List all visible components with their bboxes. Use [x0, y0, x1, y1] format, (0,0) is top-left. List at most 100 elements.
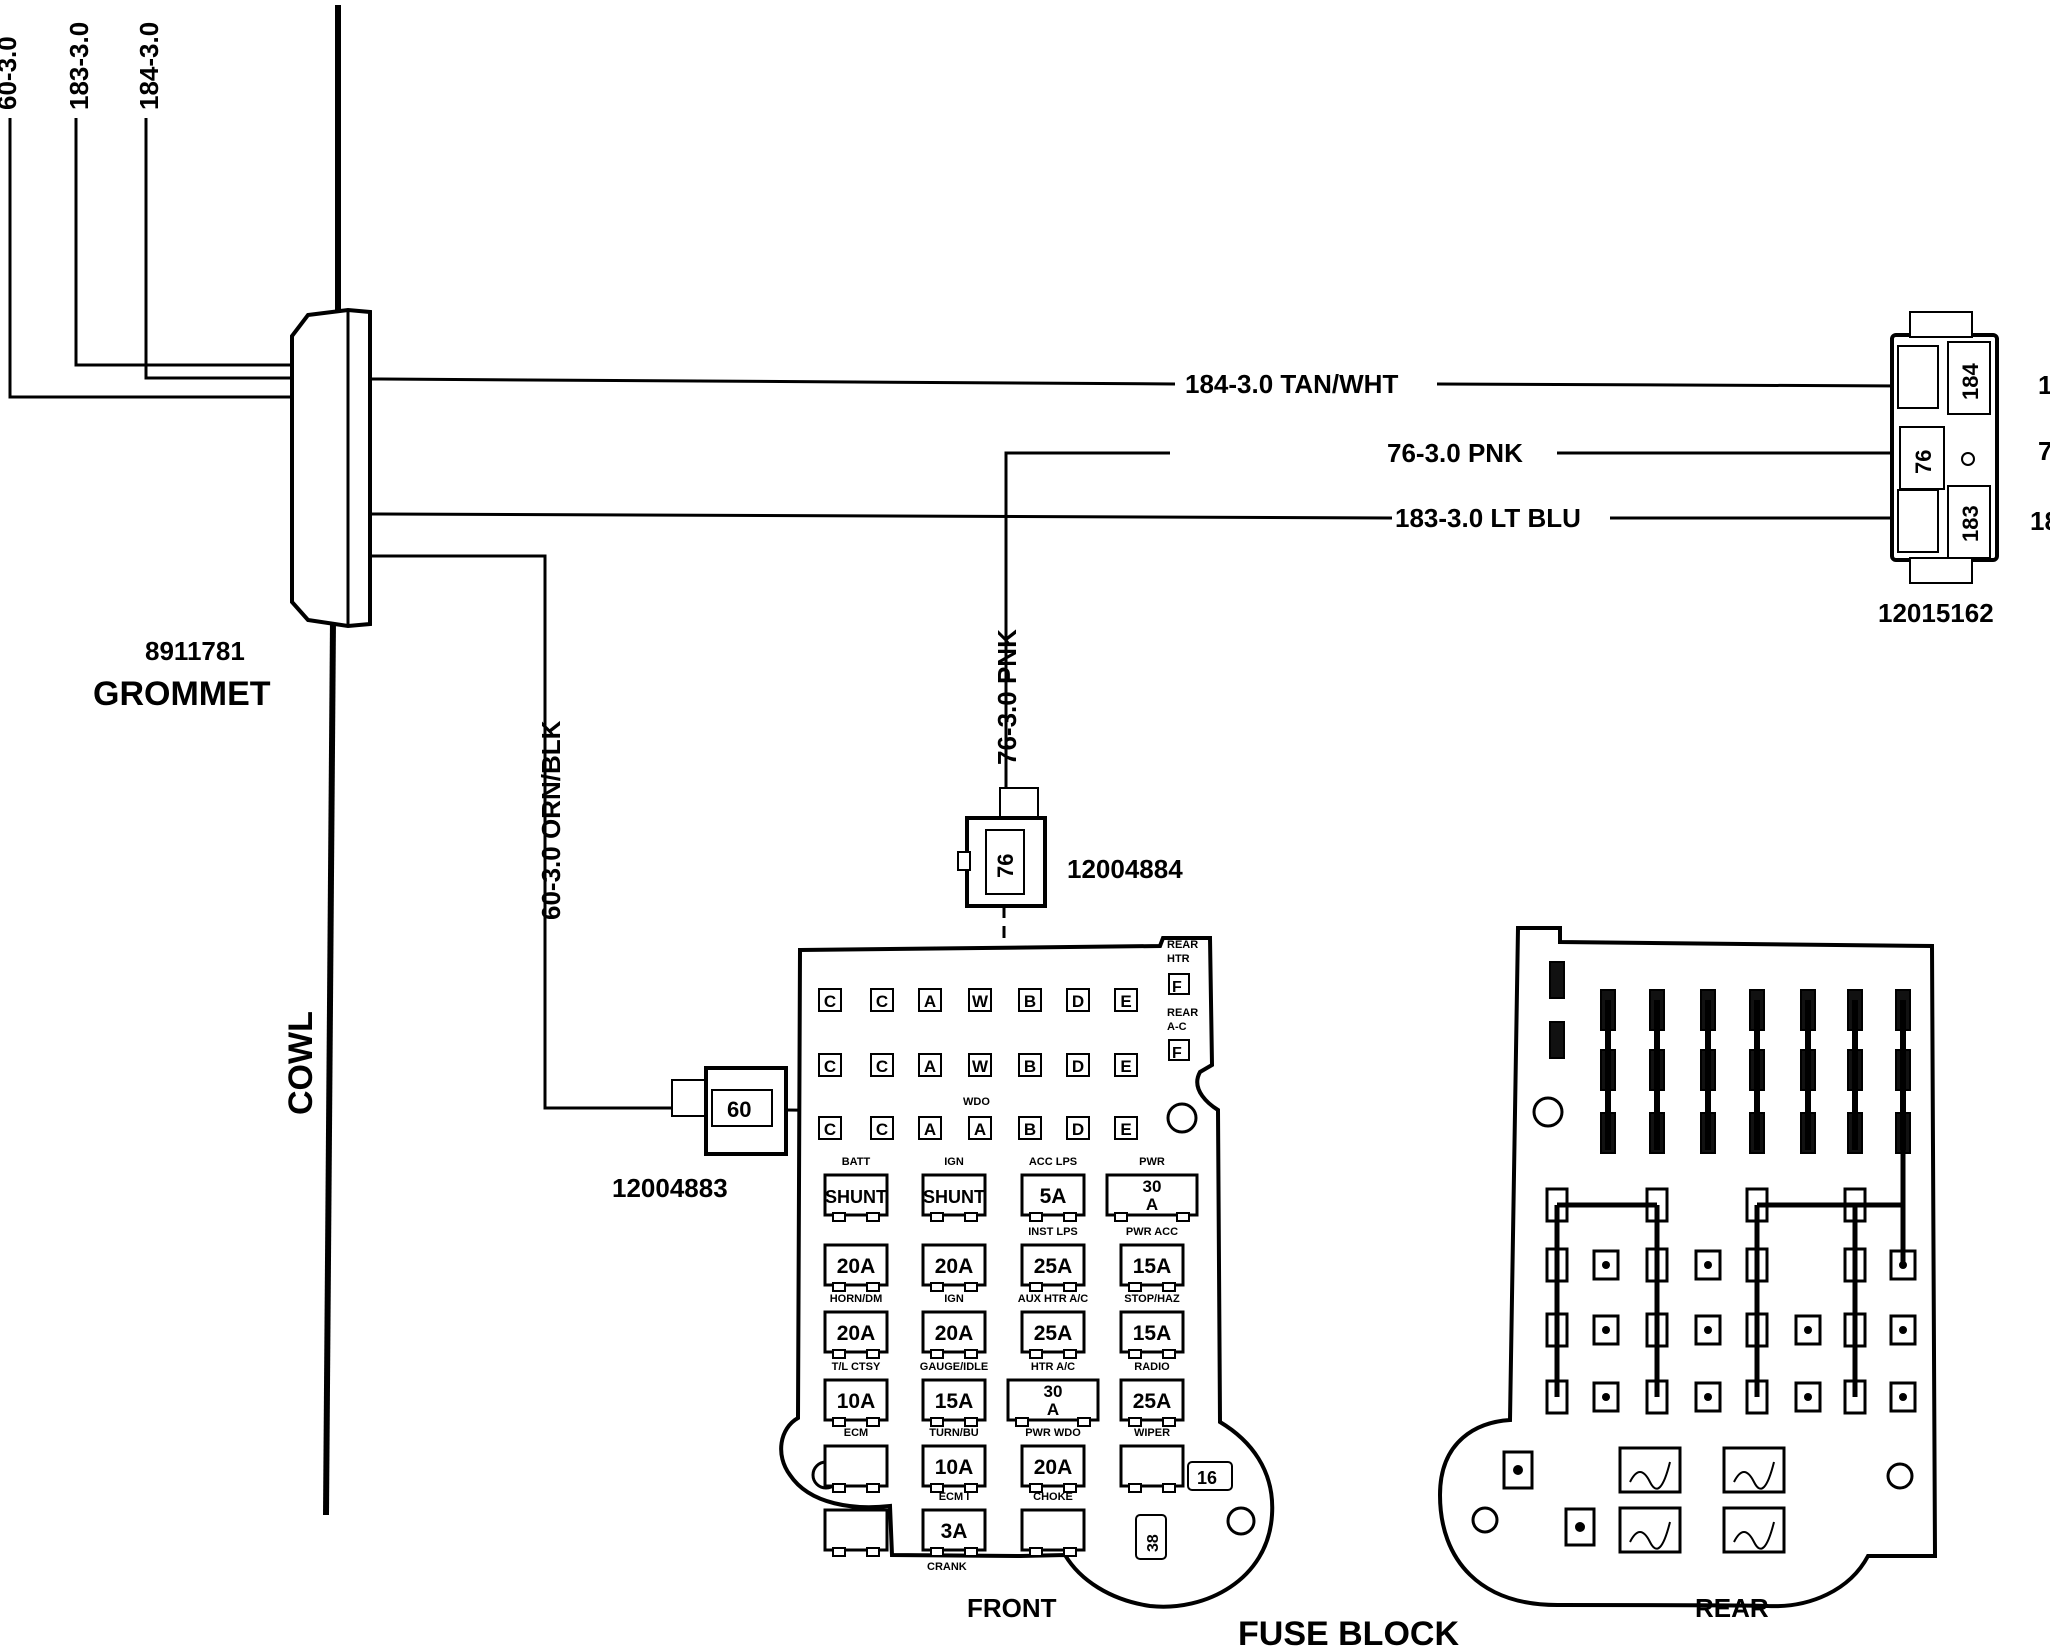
- f-letter-1: F: [1172, 979, 1182, 996]
- terminal-c: C: [870, 1116, 894, 1140]
- fuse: WIPER: [1119, 1427, 1185, 1493]
- grommet-part-number: 8911781: [145, 636, 245, 666]
- fuse-rating: SHUNT: [923, 1187, 985, 1207]
- fuse-circuit-label: STOP/HAZ: [1124, 1293, 1180, 1305]
- terminal-c: C: [818, 988, 842, 1012]
- terminal-d: D: [1066, 1116, 1090, 1140]
- fuse-rating: 20A: [935, 1255, 974, 1278]
- svg-text:A: A: [974, 1120, 986, 1139]
- terminal-e: E: [1114, 1116, 1138, 1140]
- svg-text:B: B: [1024, 1057, 1036, 1076]
- svg-text:E: E: [1120, 1120, 1131, 1139]
- wire-label-183: 183-3.0 LT BLU: [1395, 503, 1581, 533]
- svg-text:B: B: [1024, 1120, 1036, 1139]
- fuse-rating: 10A: [837, 1390, 876, 1413]
- fuse-circuit-label: CHOKE: [1033, 1491, 1073, 1503]
- connector-12015162: 184 76 183: [1890, 311, 1999, 584]
- svg-text:E: E: [1120, 1057, 1131, 1076]
- fuse-rating: 30: [1143, 1177, 1162, 1196]
- terminal-a: A: [968, 1116, 992, 1140]
- wire-label-60: 60-3.0 ORN/BLK: [536, 720, 566, 920]
- fuse-rating: 20A: [837, 1255, 876, 1278]
- svg-text:C: C: [876, 1057, 888, 1076]
- fuse-circuit-label: INST LPS: [1028, 1226, 1078, 1238]
- cut-label-3: 18: [2030, 506, 2050, 536]
- fuse: 20A: [823, 1243, 889, 1292]
- fuse: ECM: [823, 1427, 889, 1493]
- wdo-label: WDO: [963, 1096, 990, 1108]
- crank-label: CRANK: [927, 1561, 967, 1573]
- terminal-a: A: [918, 988, 942, 1012]
- svg-text:B: B: [1024, 992, 1036, 1011]
- svg-text:REAR: REAR: [1167, 1007, 1198, 1019]
- fuse-rating: 10A: [935, 1456, 974, 1479]
- terminal-b: B: [1018, 1053, 1042, 1077]
- grommet-label: GROMMET: [93, 675, 271, 713]
- svg-text:A-C: A-C: [1167, 1021, 1187, 1033]
- svg-text:C: C: [824, 992, 836, 1011]
- fuse-circuit-label: ECM I: [939, 1491, 970, 1503]
- fuse-block-title: FUSE BLOCK: [1238, 1615, 1459, 1648]
- pin-76-connector: 76: [993, 854, 1018, 878]
- svg-text:W: W: [972, 992, 989, 1011]
- terminal-c: C: [818, 1053, 842, 1077]
- terminal-d: D: [1066, 1053, 1090, 1077]
- terminal-16: 16: [1197, 1468, 1217, 1488]
- terminal-b: B: [1018, 1116, 1042, 1140]
- pin-184: 184: [1958, 363, 1983, 400]
- fuse-circuit-label: HTR A/C: [1031, 1361, 1075, 1373]
- cut-label-1: 1: [2038, 370, 2050, 400]
- terminal-c: C: [870, 1053, 894, 1077]
- terminal-w: W: [968, 1053, 992, 1077]
- wire-183: 183-3.0 LT BLU: [371, 503, 1912, 533]
- terminal-e: E: [1114, 988, 1138, 1012]
- wire-label-76: 76-3.0 PNK: [1387, 438, 1523, 468]
- rear-terminal-grid: [1502, 961, 1917, 1554]
- rear-hvac-labels: REAR HTR F REAR A-C F: [1167, 939, 1198, 1062]
- fuse: INST LPS 25A: [1020, 1226, 1086, 1292]
- terminal-a: A: [918, 1116, 942, 1140]
- connector-60-part-number: 12004883: [612, 1173, 728, 1203]
- fuse-circuit-label: HORN/DM: [830, 1293, 883, 1305]
- svg-text:W: W: [972, 1057, 989, 1076]
- fuse-circuit-label: AUX HTR A/C: [1018, 1293, 1089, 1305]
- incoming-wires: [8, 118, 290, 399]
- fuse-circuit-label: PWR: [1139, 1156, 1165, 1168]
- pin-76: 76: [1911, 450, 1936, 474]
- fuse-rating: 25A: [1034, 1255, 1073, 1278]
- svg-text:REAR: REAR: [1167, 939, 1198, 951]
- svg-text:D: D: [1072, 992, 1084, 1011]
- fuse-rating: 30: [1044, 1382, 1063, 1401]
- svg-text:D: D: [1072, 1057, 1084, 1076]
- terminal-a: A: [918, 1053, 942, 1077]
- terminal-c: C: [818, 1116, 842, 1140]
- fuse-rating: A: [1047, 1400, 1059, 1419]
- terminal-e: E: [1114, 1053, 1138, 1077]
- top-wire-labels: 60-3.0 183-3.0 184-3.0: [0, 22, 164, 110]
- front-label: FRONT: [967, 1593, 1057, 1623]
- rear-terminal: [1549, 961, 1565, 999]
- rear-label: REAR: [1695, 1593, 1769, 1623]
- terminal-w: W: [968, 988, 992, 1012]
- terminal-38: 38: [1145, 1534, 1162, 1552]
- wire-label-183-top: 183-3.0: [64, 22, 94, 110]
- fuse-circuit-label: BATT: [842, 1156, 871, 1168]
- terminal-c: C: [870, 988, 894, 1012]
- svg-text:A: A: [924, 1120, 936, 1139]
- connector-76-part-number: 12004884: [1067, 854, 1183, 884]
- wire-label-184-top: 184-3.0: [134, 22, 164, 110]
- fuse-rating: 15A: [935, 1390, 974, 1413]
- fuse: IGN SHUNT: [921, 1156, 987, 1222]
- fuse-circuit-label: IGN: [944, 1156, 964, 1168]
- wire-60: 60-3.0 ORN/BLK: [372, 554, 690, 1110]
